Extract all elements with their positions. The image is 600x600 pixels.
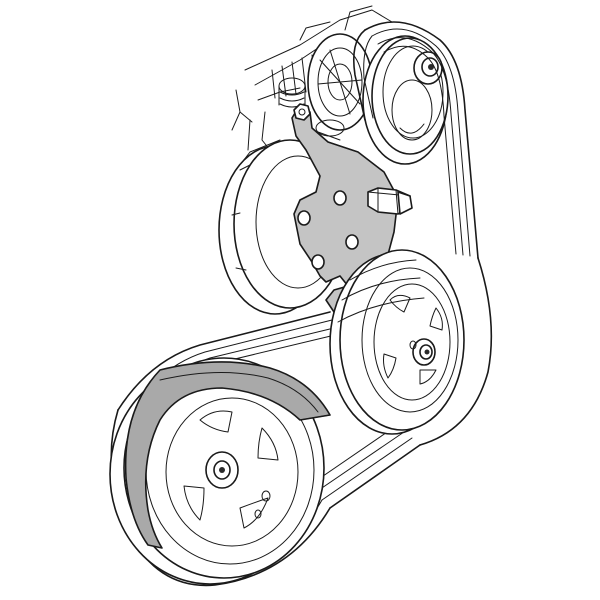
engine-block-background <box>231 5 393 166</box>
top-idler-pulley <box>362 35 449 165</box>
crank-pulley-shield <box>124 361 331 549</box>
bracket-hole <box>297 210 311 226</box>
hex-bolt <box>367 187 413 215</box>
bracket-hole <box>345 234 359 250</box>
bracket-hole <box>311 254 325 270</box>
power-steering-pulley <box>329 249 465 435</box>
bracket-top-bolt <box>293 103 311 121</box>
bracket-hole <box>333 190 347 206</box>
